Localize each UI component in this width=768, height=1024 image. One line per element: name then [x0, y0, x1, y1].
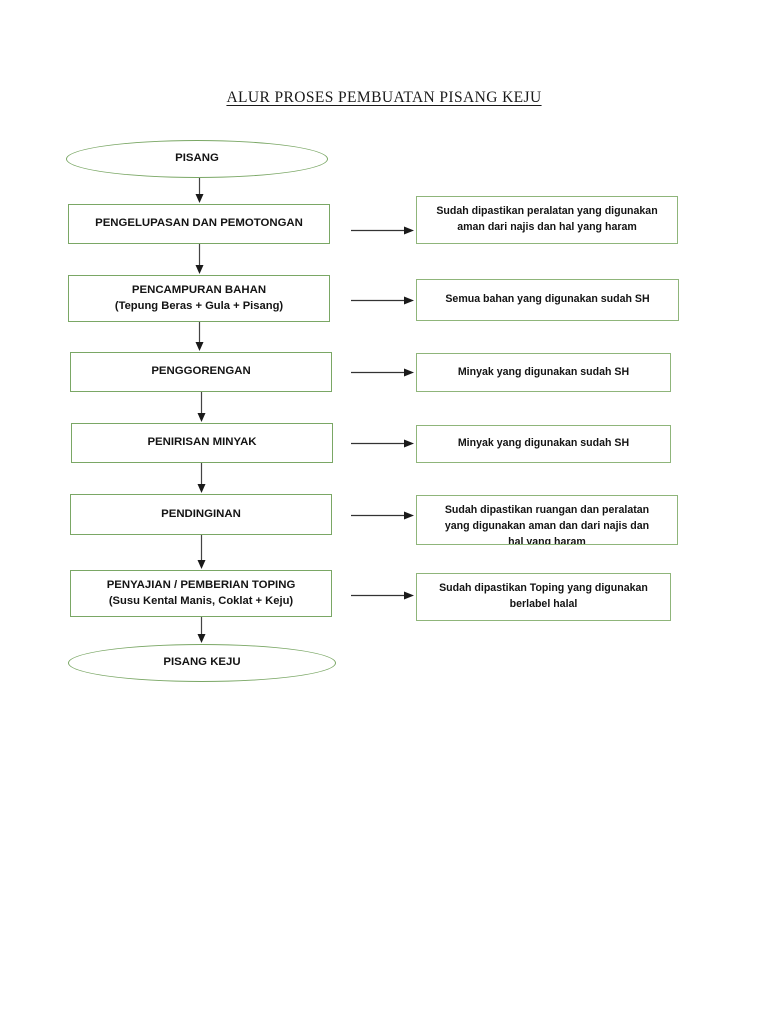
note-box-peralatan[interactable]: Sudah dipastikan peralatan yang digunaka… [416, 196, 678, 244]
flow-node-label: PENGELUPASAN DAN PEMOTONGAN [95, 217, 303, 230]
arrow-pengelupasan-to-pencampuran [194, 244, 205, 275]
note-box-minyak-penggorengan[interactable]: Minyak yang digunakan sudah SH [416, 353, 671, 392]
arrow-pendinginan-to-note [351, 510, 415, 521]
arrow-start-to-pengelupasan [194, 178, 205, 204]
flow-node-label: PENCAMPURAN BAHAN [131, 283, 267, 296]
note-box-ruangan[interactable]: Sudah dipastikan ruangan dan peralatan y… [416, 495, 678, 545]
note-line: hal yang haram [508, 535, 586, 545]
flow-node-label: PENYAJIAN / PEMBERIAN TOPING [106, 578, 296, 591]
arrow-penggorengan-to-note [351, 367, 415, 378]
note-line: Minyak yang digunakan sudah SH [457, 437, 630, 450]
arrow-penyajian-to-end [196, 617, 207, 644]
flow-node-label: PENIRISAN MINYAK [147, 436, 257, 449]
flow-node-label: PENDINGINAN [161, 507, 241, 520]
flow-node-pengelupasan[interactable]: PENGELUPASAN DAN PEMOTONGAN [68, 204, 330, 244]
note-line: Sudah dipastikan Toping yang digunakan [439, 582, 648, 595]
arrow-penirisan-to-note [351, 438, 415, 449]
flow-node-label: PISANG KEJU [163, 656, 241, 669]
flow-node-end[interactable]: PISANG KEJU [68, 644, 336, 682]
arrow-pencampuran-to-note [351, 295, 415, 306]
note-line: yang digunakan aman dan dari najis dan [444, 519, 650, 532]
flow-node-penggorengan[interactable]: PENGGORENGAN [70, 352, 332, 392]
flow-node-penirisan[interactable]: PENIRISAN MINYAK [71, 423, 333, 463]
flow-node-label: PISANG [175, 152, 219, 165]
flow-node-label: PENGGORENGAN [151, 365, 251, 378]
flow-node-sublabel: (Susu Kental Manis, Coklat + Keju) [108, 594, 294, 607]
arrow-pengelupasan-to-note [351, 225, 415, 236]
arrow-pendinginan-to-penyajian [196, 535, 207, 570]
flow-node-pencampuran[interactable]: PENCAMPURAN BAHAN (Tepung Beras + Gula +… [68, 275, 330, 322]
note-line: berlabel halal [509, 598, 578, 610]
flow-node-start[interactable]: PISANG [66, 140, 328, 178]
arrow-pencampuran-to-penggorengan [194, 322, 205, 352]
arrow-penggorengan-to-penirisan [196, 392, 207, 423]
note-box-minyak-penirisan[interactable]: Minyak yang digunakan sudah SH [416, 425, 671, 463]
note-line: Minyak yang digunakan sudah SH [457, 365, 630, 378]
flow-node-sublabel: (Tepung Beras + Gula + Pisang) [114, 299, 284, 312]
arrow-penirisan-to-pendinginan [196, 463, 207, 494]
note-line: Sudah dipastikan peralatan yang digunaka… [436, 205, 658, 218]
note-line: aman dari najis dan hal yang haram [457, 221, 637, 233]
note-line: Sudah dipastikan ruangan dan peralatan [444, 504, 650, 516]
note-box-bahan[interactable]: Semua bahan yang digunakan sudah SH [416, 279, 679, 321]
page-title-text: ALUR PROSES PEMBUATAN PISANG KEJU [226, 89, 542, 106]
arrow-penyajian-to-note [351, 590, 415, 601]
page-title: ALUR PROSES PEMBUATAN PISANG KEJU [0, 89, 768, 107]
note-box-toping[interactable]: Sudah dipastikan Toping yang digunakan b… [416, 573, 671, 621]
flow-node-pendinginan[interactable]: PENDINGINAN [70, 494, 332, 535]
flow-node-penyajian[interactable]: PENYAJIAN / PEMBERIAN TOPING (Susu Kenta… [70, 570, 332, 617]
note-line: Semua bahan yang digunakan sudah SH [445, 293, 650, 306]
